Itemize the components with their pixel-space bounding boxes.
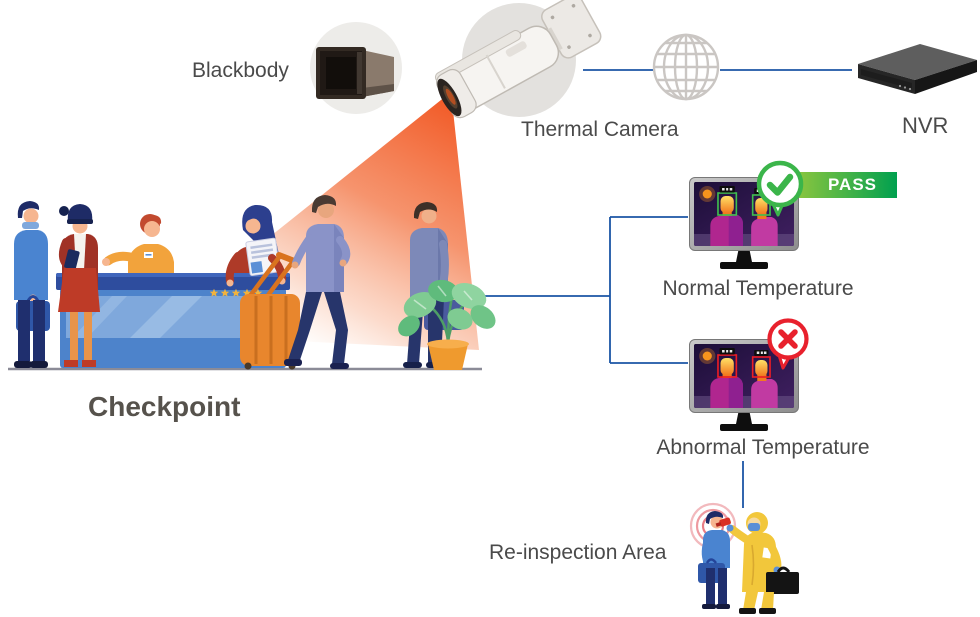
- nvr-label: NVR: [902, 113, 949, 138]
- cross-badge-icon: [767, 318, 809, 370]
- guest-blue-man: [14, 201, 50, 368]
- connector-lines: [481, 69, 852, 508]
- thermal-camera-icon: [434, 0, 602, 119]
- thermal-camera-label: Thermal Camera: [521, 118, 679, 141]
- monitor-stand-base: [720, 262, 768, 269]
- blackbody-label: Blackbody: [192, 59, 289, 82]
- nvr-device-icon: [858, 44, 977, 94]
- hazmat-inspector: [715, 512, 799, 614]
- reinspection-illustration: [689, 502, 799, 614]
- checkpoint-scene-illustration: [8, 195, 496, 371]
- reinspection-area-label: Re-inspection Area: [489, 541, 667, 564]
- guest-red-woman: [58, 204, 100, 367]
- pass-banner: PASS: [796, 172, 897, 198]
- thermal-screen-icon: [694, 344, 794, 408]
- normal-temperature-label: Normal Temperature: [662, 277, 854, 300]
- thermometer-gun-icon: [715, 517, 731, 527]
- blackbody-device-icon: [310, 22, 402, 114]
- monitor-stand-base: [720, 424, 768, 431]
- checkpoint-title: Checkpoint: [88, 391, 241, 422]
- check-badge-icon: [756, 160, 804, 217]
- monitor-stand-neck: [736, 251, 752, 262]
- reception-desk-illustration: [56, 237, 290, 368]
- guest-walking-man1: [284, 195, 351, 369]
- plant-icon: [398, 279, 496, 370]
- network-globe-icon: [652, 33, 720, 101]
- abnormal-temperature-label: Abnormal Temperature: [656, 436, 870, 459]
- monitor-stand-neck: [736, 413, 752, 424]
